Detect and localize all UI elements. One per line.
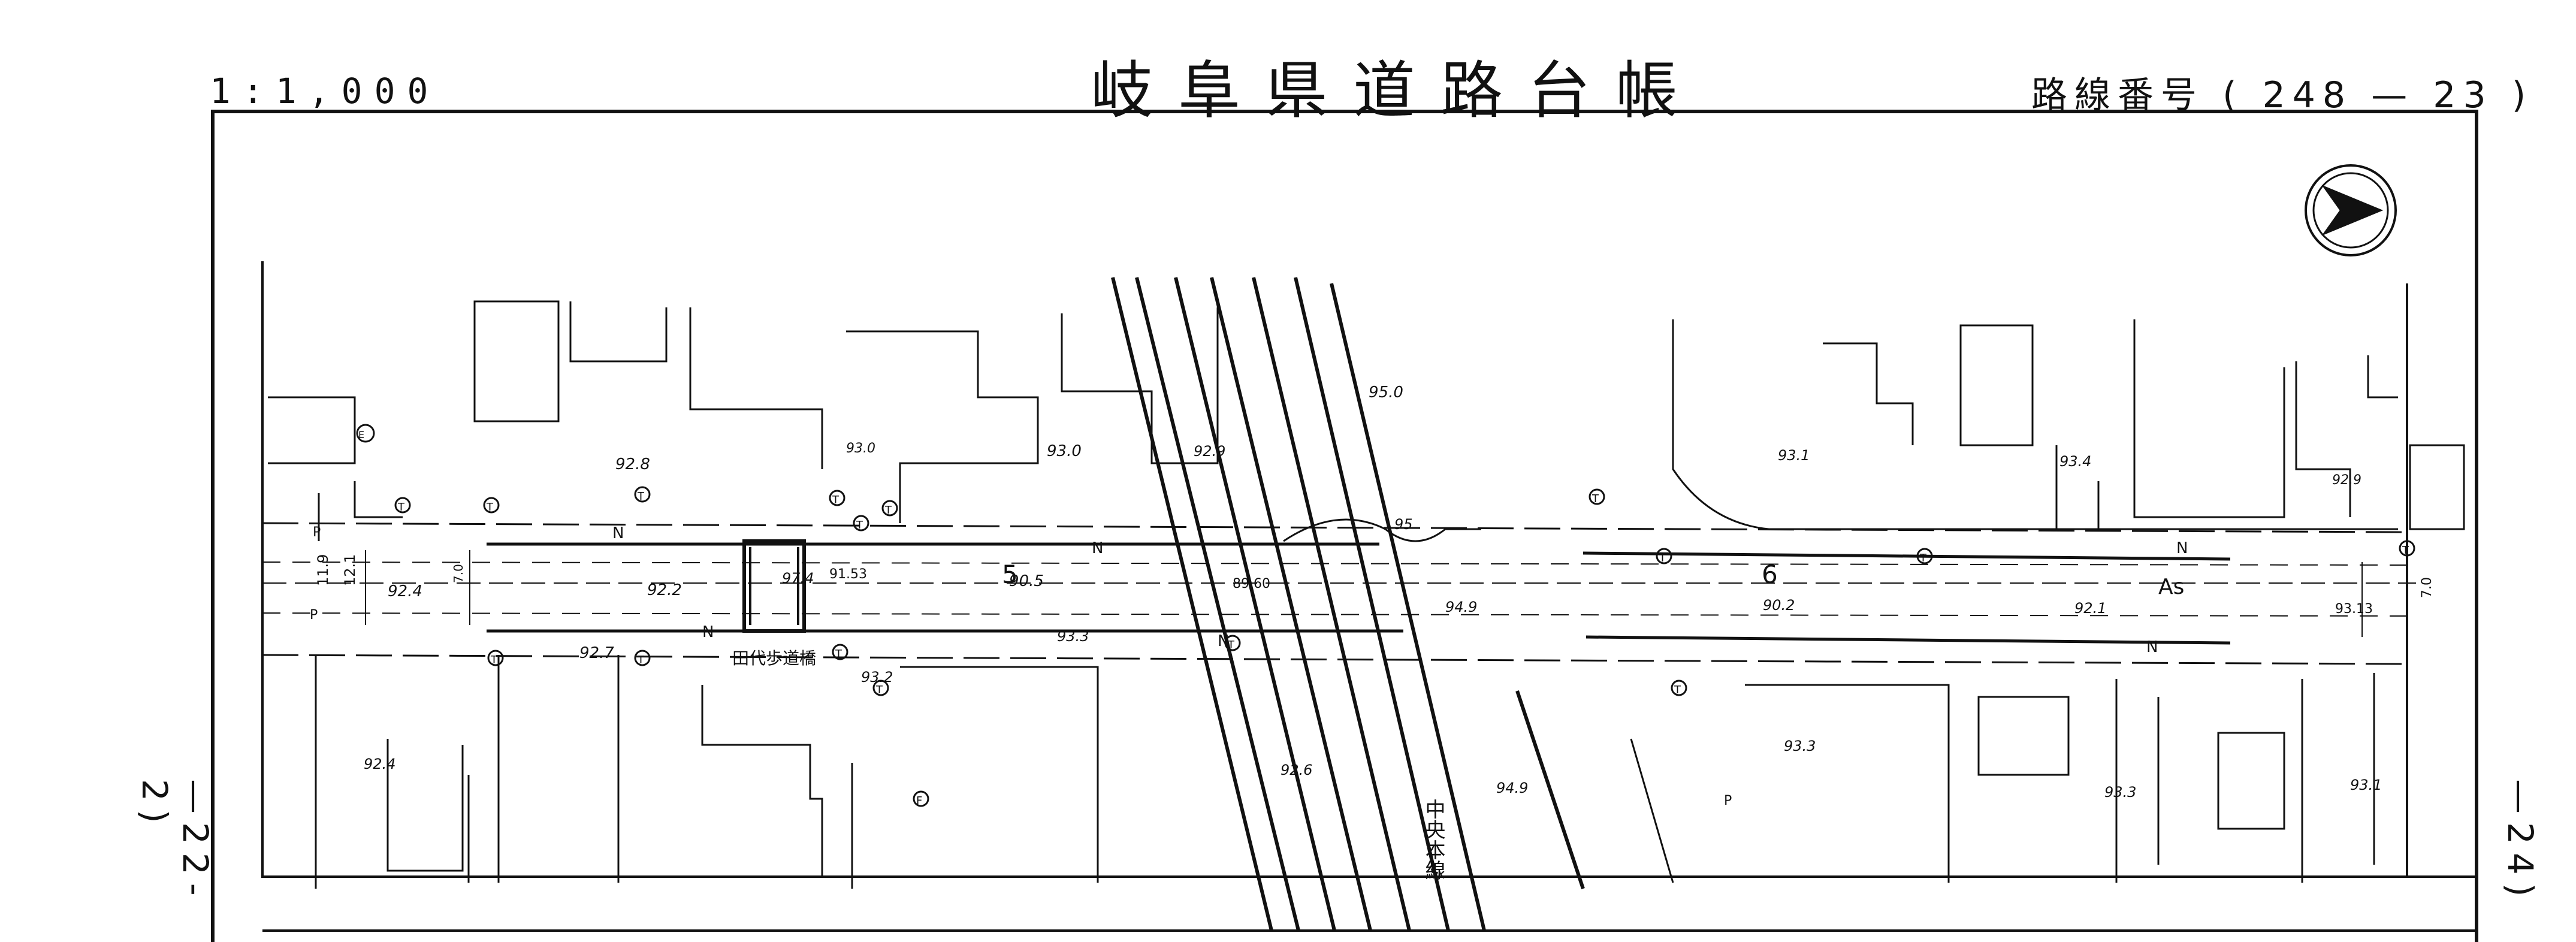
dim-12.1: 12.1	[342, 554, 358, 586]
symbol-T-7: T	[856, 519, 863, 532]
symbol-T-2: T	[486, 501, 494, 514]
elevation-17: 92.1	[2074, 600, 2106, 617]
railway-lines	[1111, 277, 1585, 931]
route-dash: —	[2371, 74, 2415, 116]
roadside-north	[262, 522, 2408, 533]
elevation-1: 92.8	[615, 455, 650, 473]
elevation-18: 93.13	[2335, 602, 2373, 617]
north-arrow-icon	[2305, 164, 2397, 256]
elevation-6: 93.1	[1778, 447, 1810, 464]
elevation-4: 92.9	[1194, 443, 1225, 460]
route-sub: 23	[2433, 74, 2493, 116]
route-open: (	[2222, 74, 2244, 116]
elevation-16: 90.2	[1763, 597, 1795, 614]
railway-name: 中央本線	[1421, 799, 1445, 880]
north-marker-1: N	[612, 524, 624, 542]
symbol-T-10: T	[875, 684, 883, 696]
elevation-13: 90.5	[1009, 572, 1044, 590]
road-map: E T T T T T T T T T T F T T T T T T P P …	[261, 164, 2478, 932]
symbol-T-6: T	[832, 494, 839, 506]
section-number-6: 6	[1762, 560, 1778, 589]
elevation-21: 93.2	[861, 669, 893, 686]
symbol-T-4: T	[637, 490, 645, 503]
symbol-T-16: T	[2402, 544, 2409, 557]
map-linework	[261, 164, 2478, 932]
north-marker-4: N	[1218, 632, 1229, 650]
dim-7.0-west: 7.0	[451, 564, 466, 583]
dim-11.9: 11.9	[315, 554, 331, 586]
elevation-27: 93.1	[2350, 777, 2382, 793]
elevation-10: 92.2	[647, 581, 682, 599]
elevation-23: 92.6	[1281, 762, 1312, 778]
road-edge-south-east	[1586, 635, 2231, 645]
symbol-T-15: T	[1919, 552, 1927, 564]
elevation-14: 89.60	[1233, 576, 1270, 591]
symbol-P-2: P	[310, 608, 318, 623]
elevation-19: 92.7	[579, 644, 614, 662]
contour-95: 95	[1394, 516, 1413, 533]
symbol-T-3: T	[490, 654, 498, 666]
route-close: )	[2511, 74, 2533, 116]
elevation-20: 93.3	[1057, 628, 1089, 645]
page-title: 岐阜県道路台帳	[1091, 54, 1704, 127]
symbol-T-12: T	[1591, 493, 1599, 505]
map-symbols	[356, 424, 2415, 807]
symbol-T-11: T	[1227, 639, 1235, 651]
map-scale: 1:1,000	[210, 71, 440, 111]
bridge-name: 田代歩道橋	[732, 648, 816, 668]
symbol-E: E	[358, 429, 364, 440]
symbol-F: F	[916, 795, 922, 807]
route-number: 路線番号 ( 248 — 23 )	[2031, 66, 2533, 118]
elevation-25: 93.3	[1784, 738, 1816, 754]
elevation-12: 91.53	[829, 567, 867, 582]
symbol-P-3: P	[1724, 793, 1732, 808]
north-marker-2: N	[1092, 539, 1103, 557]
elevation-8: 92.9	[2332, 473, 2361, 488]
symbol-P-1: P	[313, 525, 321, 540]
north-marker-3: N	[702, 623, 714, 641]
symbol-T-14: T	[1674, 684, 1681, 696]
road-lane-1	[262, 561, 2417, 566]
section-number-5: 5	[1002, 560, 1018, 589]
elevation-5: 95.0	[1369, 384, 1403, 401]
symbol-T-1: T	[397, 501, 405, 514]
route-main: 248	[2262, 74, 2353, 116]
elevation-2: 93.0	[1047, 442, 1082, 460]
pavement-type: As	[2158, 575, 2184, 599]
roadside-south	[262, 654, 2408, 665]
road-edge-north-east	[1583, 551, 2231, 561]
adjacent-sheet-right: —24)	[2500, 779, 2541, 905]
symbol-T-9: T	[835, 648, 842, 660]
symbol-T-13: T	[1659, 552, 1666, 564]
dim-7.0-east: 7.0	[2420, 577, 2435, 598]
inner-border	[261, 261, 2478, 878]
elevation-7: 93.4	[2059, 453, 2091, 470]
map-frame	[211, 110, 2478, 942]
adjacent-sheet-left: —22-2)	[134, 779, 216, 904]
elevation-22: 92.4	[364, 756, 395, 772]
elevation-26: 93.3	[2104, 784, 2136, 801]
railway-contour	[1283, 518, 1481, 542]
north-marker-6: N	[2146, 638, 2158, 656]
elevation-9: 92.4	[388, 582, 422, 600]
buildings-south	[315, 655, 2375, 889]
elevation-3: 93.0	[846, 441, 875, 456]
north-marker-5: N	[2176, 539, 2188, 557]
symbol-T-8: T	[884, 504, 892, 517]
symbol-T-5: T	[637, 654, 645, 666]
elevation-11: 97.4	[782, 570, 814, 587]
route-label: 路線番号	[2031, 74, 2204, 116]
elevation-15: 94.9	[1445, 599, 1477, 615]
elevation-24: 94.9	[1496, 780, 1528, 796]
buildings-north	[268, 300, 2465, 541]
pedestrian-bridge	[742, 539, 806, 633]
